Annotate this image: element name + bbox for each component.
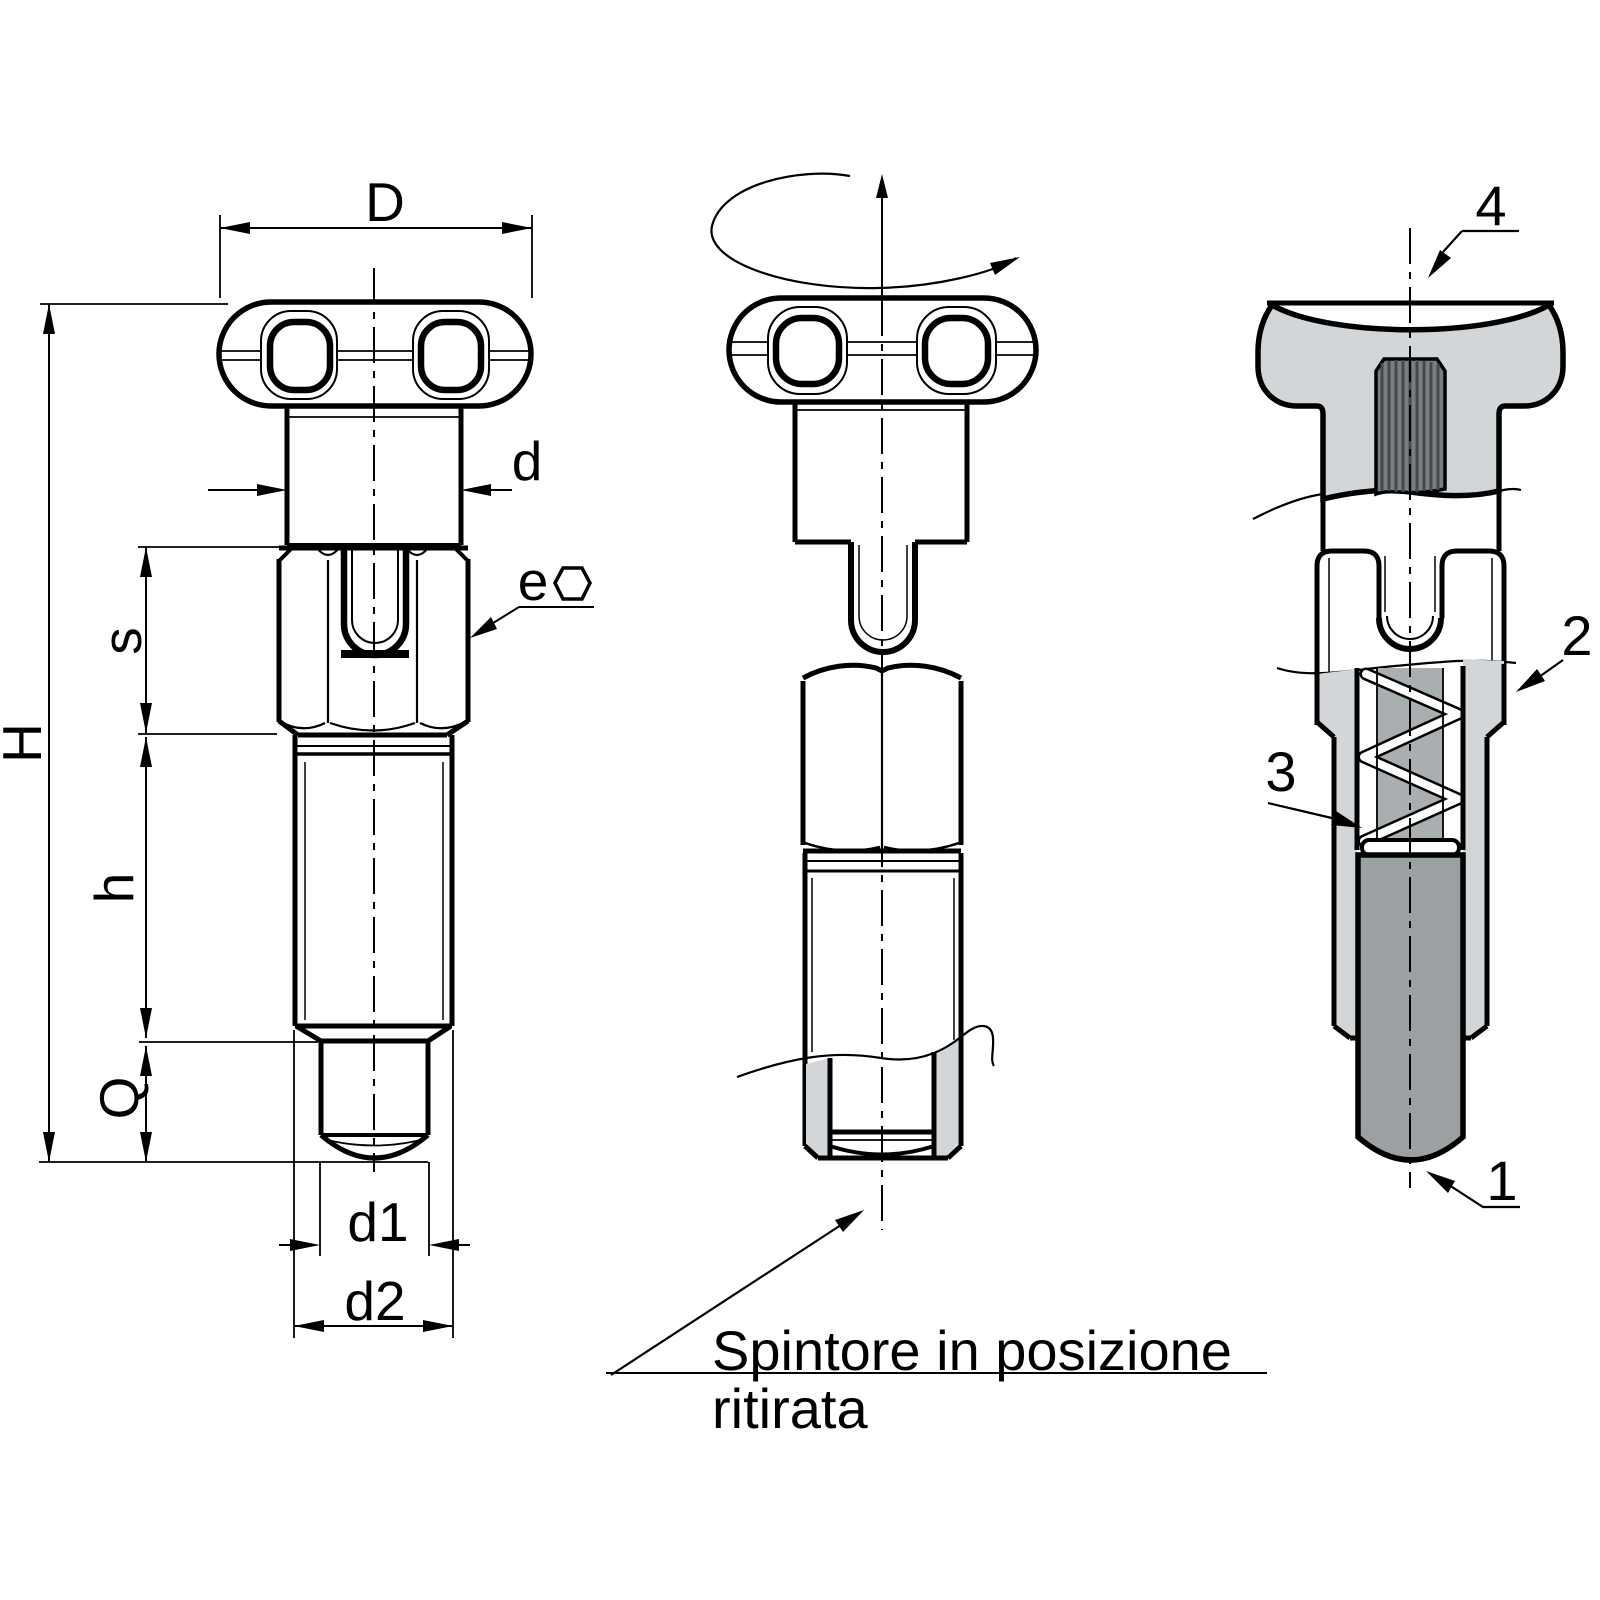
svg-text:1: 1: [1486, 1149, 1517, 1212]
svg-text:2: 2: [1561, 604, 1592, 667]
svg-text:3: 3: [1265, 740, 1296, 803]
svg-text:e: e: [518, 550, 549, 612]
svg-text:D: D: [365, 171, 405, 233]
svg-text:Spintore in posizione: Spintore in posizione: [712, 1319, 1232, 1382]
svg-text:H: H: [0, 723, 53, 763]
svg-text:s: s: [91, 627, 153, 655]
svg-text:4: 4: [1475, 174, 1506, 237]
svg-text:ritirata: ritirata: [712, 1377, 868, 1440]
svg-text:Q: Q: [88, 1077, 150, 1120]
svg-text:d1: d1: [347, 1191, 408, 1253]
svg-text:h: h: [83, 873, 145, 904]
svg-text:d: d: [512, 430, 543, 492]
svg-text:d2: d2: [344, 1270, 405, 1332]
